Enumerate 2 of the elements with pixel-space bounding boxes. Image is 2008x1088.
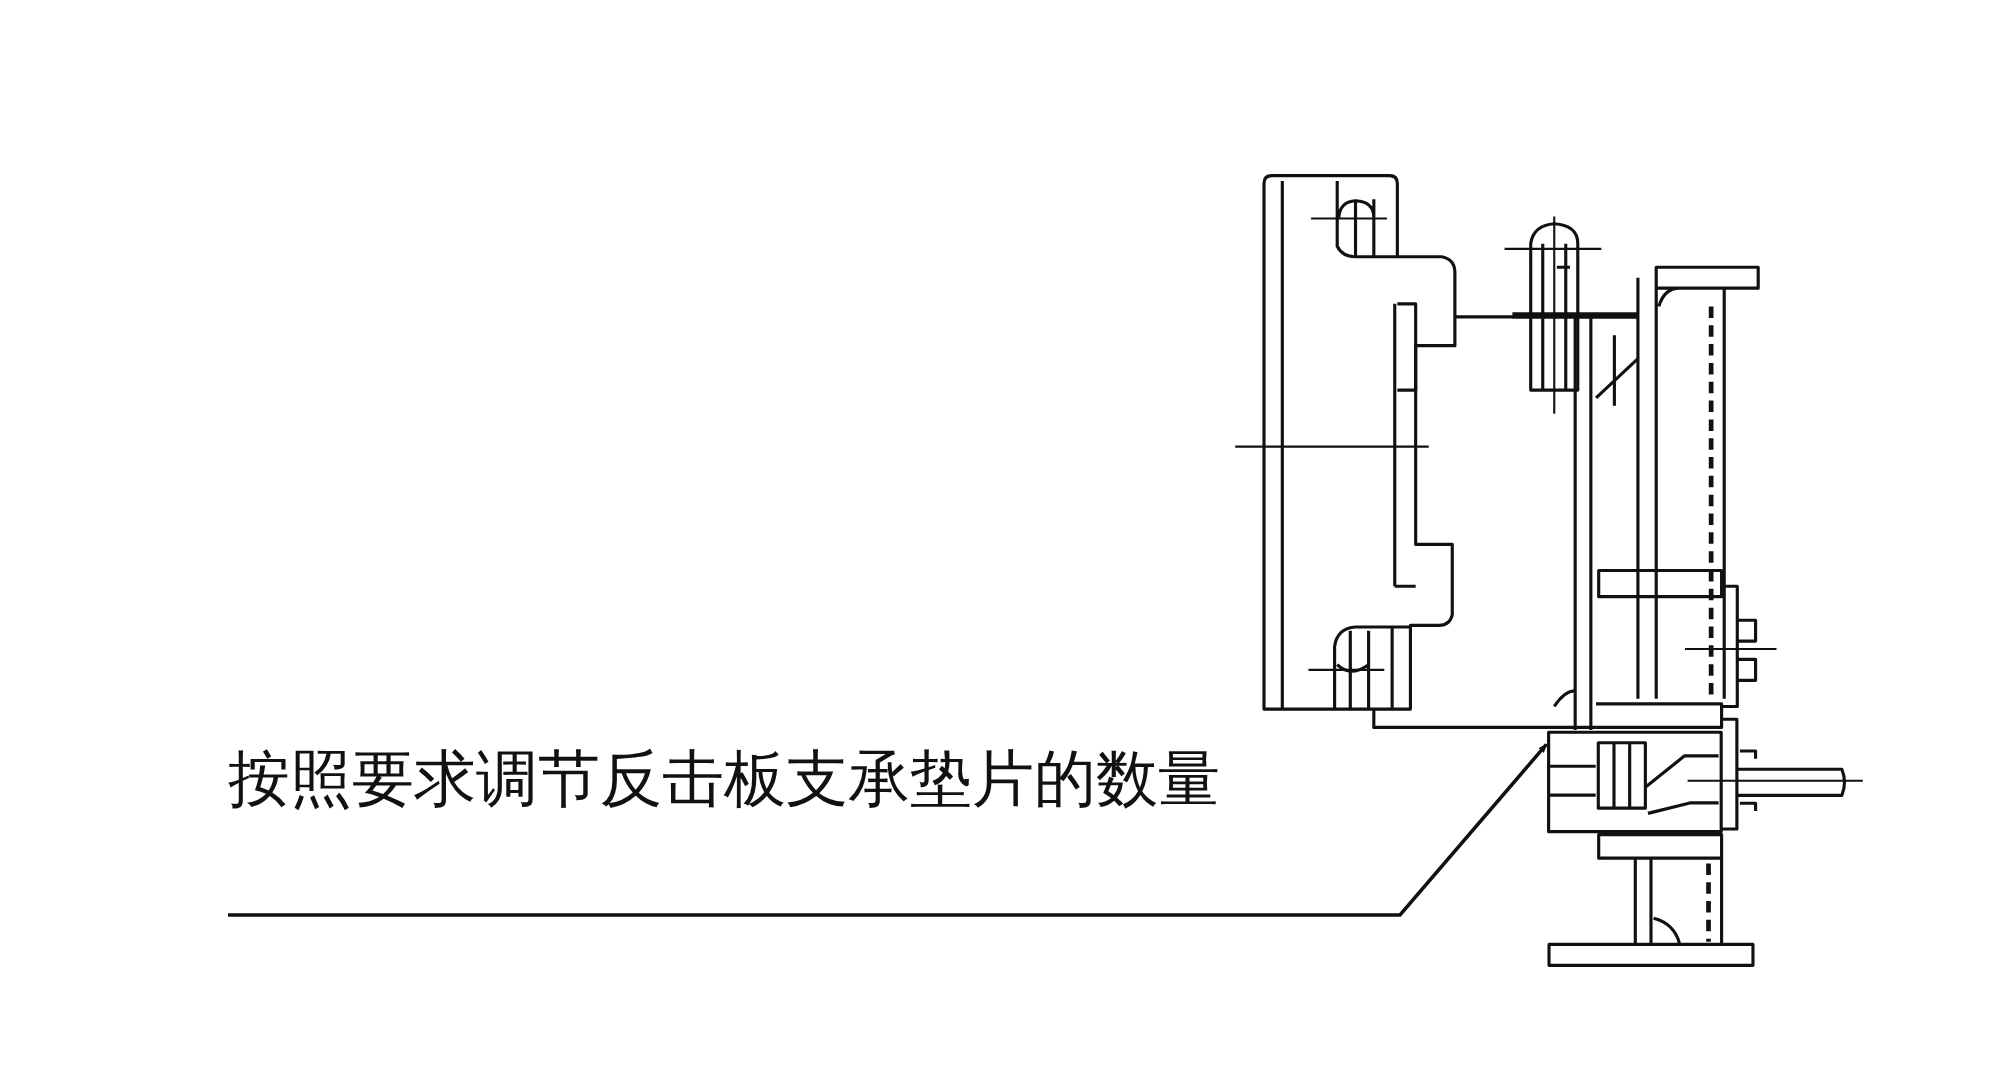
leader-line	[228, 743, 1548, 917]
instruction-text: 按照要求调节反击板支承垫片的数量	[228, 730, 1368, 915]
